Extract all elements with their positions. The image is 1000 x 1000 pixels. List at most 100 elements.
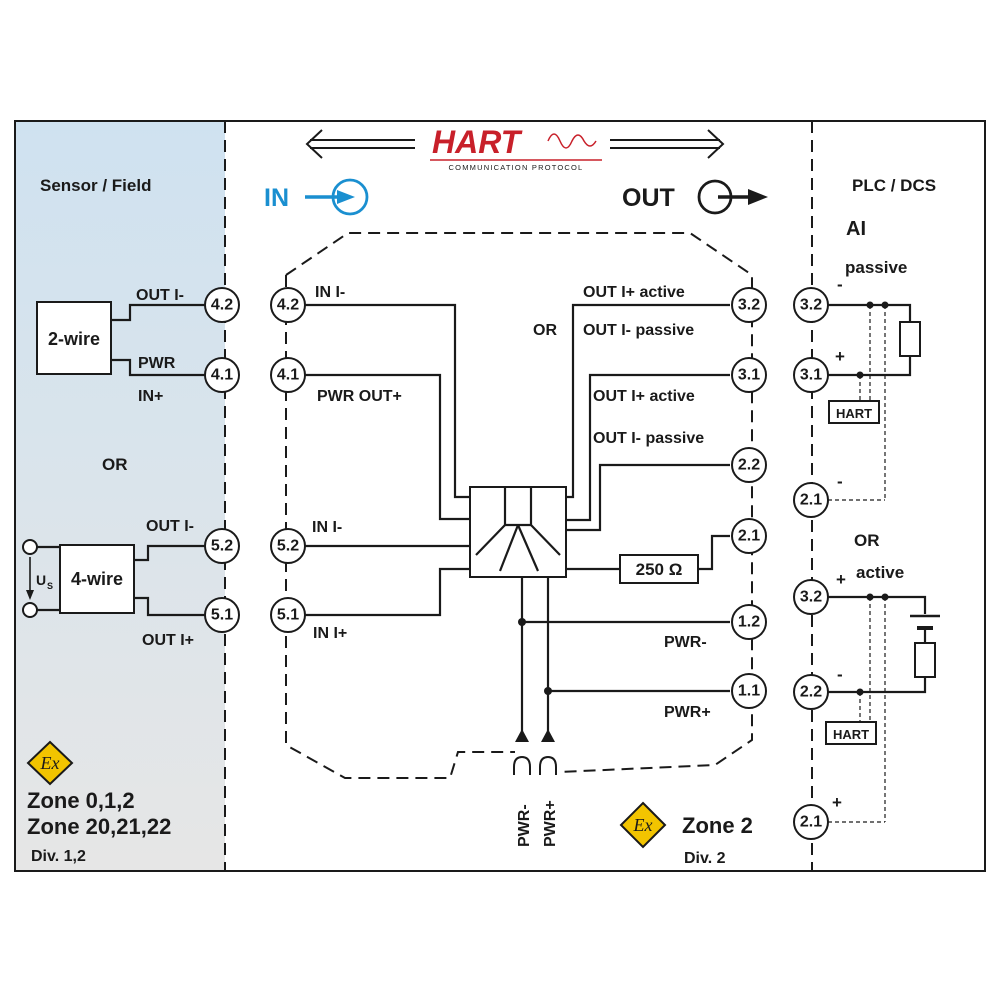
- svg-text:1.2: 1.2: [738, 614, 760, 631]
- us-terminal-bottom: [22, 602, 38, 618]
- pwr-out-plus-label: PWR OUT+: [317, 388, 402, 405]
- ex-hazard-icon-field: Ex: [26, 740, 74, 786]
- svg-text:3.2: 3.2: [800, 589, 822, 606]
- plc-passive-terminal-3-1: 3.1: [793, 357, 829, 393]
- us-arrow-icon: [26, 590, 34, 600]
- input-arrow-icon: [305, 178, 369, 216]
- plc-active-terminal-3-2: 3.2: [793, 579, 829, 615]
- svg-text:5.2: 5.2: [277, 538, 299, 555]
- input-terminal-5-2: 5.2: [270, 528, 306, 564]
- in-i-plus-label: IN I+: [313, 625, 347, 642]
- hart-wave-icon: [547, 133, 597, 149]
- plc-active-terminal-2-1: 2.1: [793, 804, 829, 840]
- active-plus-sign: +: [836, 570, 846, 589]
- pwr-minus-bottom-label: PWR-: [516, 804, 533, 847]
- svg-text:5.1: 5.1: [211, 607, 233, 624]
- field-out-i-minus-label: OUT I-: [136, 287, 184, 304]
- active-load-resistor: [914, 642, 936, 678]
- zone-0-1-2-label: Zone 0,1,2: [27, 788, 135, 813]
- svg-text:4.2: 4.2: [277, 297, 299, 314]
- us-label: U: [36, 572, 46, 588]
- svg-text:3.1: 3.1: [800, 367, 822, 384]
- module-outline-left: [285, 275, 515, 779]
- pwr-plus-label: PWR+: [664, 704, 711, 721]
- output-arrow-icon: [697, 179, 768, 215]
- zone-div-1-2-label: Div. 1,2: [31, 848, 86, 865]
- us-terminal-top: [22, 539, 38, 555]
- field-terminal-4-2: 4.2: [204, 287, 240, 323]
- ex-symbol-module: Ex: [633, 815, 653, 835]
- out-or-label: OR: [533, 322, 557, 339]
- passive-minus-sign: -: [837, 275, 843, 294]
- field-pwr-label: PWR: [138, 355, 176, 372]
- hart-logo: HART COMMUNICATION PROTOCOL: [305, 124, 725, 172]
- active-supply-battery-icon: [910, 614, 940, 630]
- field-in-plus-label: IN+: [138, 388, 163, 405]
- plc-passive-terminal-2-1: 2.1: [793, 482, 829, 518]
- out-iplus-active-1-label: OUT I+ active: [583, 284, 685, 301]
- svg-text:1.1: 1.1: [738, 683, 760, 700]
- svg-text:4.2: 4.2: [211, 297, 233, 314]
- in-i-minus-a-label: IN I-: [315, 284, 345, 301]
- pwr-plus-bottom-label: PWR+: [542, 800, 559, 847]
- four-wire-label: 4-wire: [71, 569, 123, 589]
- hart-logo-text: HART: [432, 124, 523, 160]
- svg-text:2.1: 2.1: [800, 492, 822, 509]
- passive-hart-label: HART: [836, 406, 872, 421]
- field-4w-out-i-plus-label: OUT I+: [142, 632, 194, 649]
- svg-text:2.1: 2.1: [738, 528, 760, 545]
- zone-div-2-label: Div. 2: [684, 850, 726, 867]
- ex-hazard-icon-module: Ex: [619, 801, 667, 849]
- svg-text:3.1: 3.1: [738, 367, 760, 384]
- passive-load-resistor: [899, 321, 921, 357]
- field-terminal-4-1: 4.1: [204, 357, 240, 393]
- output-terminal-2-2: 2.2: [731, 447, 767, 483]
- plc-passive-terminal-3-2: 3.2: [793, 287, 829, 323]
- in-label: IN: [264, 184, 289, 212]
- resistor-label: 250 Ω: [636, 560, 683, 579]
- svg-text:3.2: 3.2: [800, 297, 822, 314]
- diagram-frame: [14, 120, 986, 872]
- four-wire-sensor: 4-wire: [59, 544, 135, 614]
- hart-logo-subtitle: COMMUNICATION PROTOCOL: [449, 163, 584, 172]
- signal-splitter-block: [469, 486, 567, 578]
- active-label: active: [856, 563, 904, 582]
- output-terminal-1-2: 1.2: [731, 604, 767, 640]
- svg-text:4.1: 4.1: [211, 367, 233, 384]
- svg-text:4.1: 4.1: [277, 367, 299, 384]
- field-or-label: OR: [102, 455, 128, 474]
- active-hart-box: HART: [825, 721, 877, 745]
- field-title: Sensor / Field: [40, 176, 151, 195]
- output-terminal-3-2: 3.2: [731, 287, 767, 323]
- field-4w-out-i-minus-label: OUT I-: [146, 518, 194, 535]
- output-terminal-3-1: 3.1: [731, 357, 767, 393]
- passive-label: passive: [845, 258, 907, 277]
- output-terminal-1-1: 1.1: [731, 673, 767, 709]
- svg-text:2.1: 2.1: [800, 814, 822, 831]
- out-label: OUT: [622, 184, 675, 212]
- pwr-minus-label: PWR-: [664, 634, 707, 651]
- ai-label: AI: [846, 218, 866, 240]
- passive-minus-sign-2: -: [837, 472, 843, 491]
- output-terminal-2-1: 2.1: [731, 518, 767, 554]
- active-minus-sign: -: [837, 665, 843, 684]
- passive-plus-sign: +: [835, 347, 845, 366]
- two-wire-label: 2-wire: [48, 329, 100, 349]
- passive-hart-box: HART: [828, 400, 880, 424]
- input-terminal-5-1: 5.1: [270, 597, 306, 633]
- svg-text:5.2: 5.2: [211, 538, 233, 555]
- two-wire-sensor: 2-wire: [36, 301, 112, 375]
- plc-title: PLC / DCS: [852, 176, 936, 195]
- svg-text:5.1: 5.1: [277, 607, 299, 624]
- active-plus-sign-2: +: [832, 793, 842, 812]
- resistor-250-ohm: 250 Ω: [619, 554, 699, 584]
- input-terminal-4-2: 4.2: [270, 287, 306, 323]
- field-terminal-5-1: 5.1: [204, 597, 240, 633]
- out-iminus-passive-1-label: OUT I- passive: [583, 322, 694, 339]
- us-subscript: S: [47, 581, 53, 591]
- in-i-minus-b-label: IN I-: [312, 519, 342, 536]
- input-terminal-4-1: 4.1: [270, 357, 306, 393]
- svg-text:2.2: 2.2: [800, 684, 822, 701]
